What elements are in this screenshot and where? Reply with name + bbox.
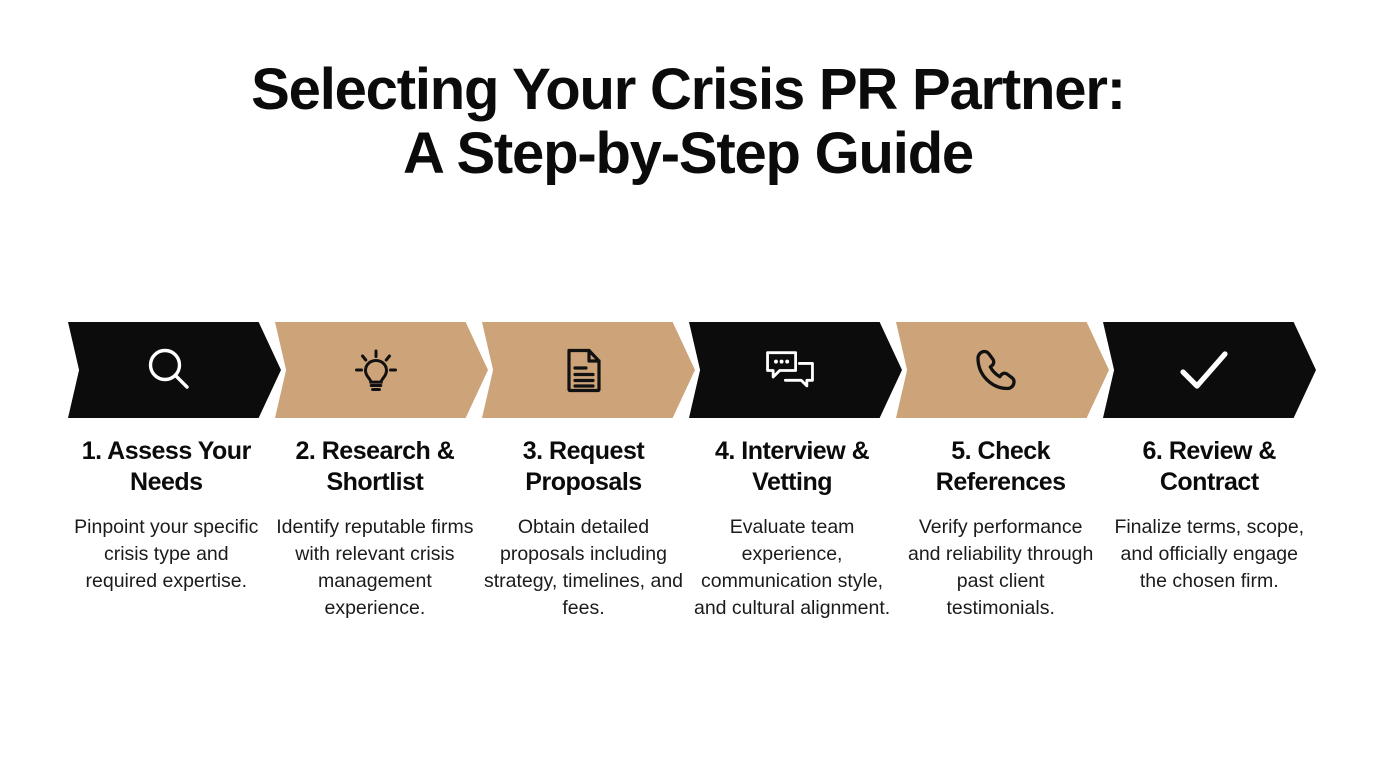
step-body: Finalize terms, scope, and officially en…	[1114, 516, 1305, 592]
step-column-1: 1. Assess Your Needs Pinpoint your speci…	[62, 436, 271, 622]
lightbulb-icon	[347, 341, 405, 399]
step-body: Obtain detailed proposals including stra…	[483, 516, 684, 619]
step-column-4: 4. Interview & Vetting Evaluate team exp…	[688, 436, 897, 622]
step-body: Pinpoint your specific crisis type and r…	[74, 516, 259, 592]
process-chevron-band	[68, 322, 1316, 420]
step-body: Verify performance and reliability throu…	[907, 516, 1094, 619]
step-heading: 2. Research & Shortlist	[295, 437, 455, 496]
title-line-1: Selecting Your Crisis PR Partner:	[251, 57, 1126, 122]
document-icon	[554, 341, 612, 399]
step-descriptions: 1. Assess Your Needs Pinpoint your speci…	[62, 436, 1314, 622]
step-heading: 5. Check References	[935, 437, 1066, 496]
chevron-step-3[interactable]	[482, 322, 695, 418]
step-column-3: 3. Request Proposals Obtain detailed pro…	[479, 436, 688, 622]
step-heading: 1. Assess Your Needs	[81, 437, 252, 496]
chevron-step-4[interactable]	[689, 322, 902, 418]
step-column-6: 6. Review & Contract Finalize terms, sco…	[1105, 436, 1314, 622]
page-title: Selecting Your Crisis PR Partner: A Step…	[0, 58, 1376, 186]
chevron-step-2[interactable]	[275, 322, 488, 418]
step-column-2: 2. Research & Shortlist Identify reputab…	[271, 436, 480, 622]
step-heading: 6. Review & Contract	[1142, 437, 1277, 496]
chat-bubbles-icon	[761, 341, 819, 399]
magnifier-icon	[140, 341, 198, 399]
step-body: Evaluate team experience, communication …	[693, 516, 891, 619]
step-body: Identify reputable firms with relevant c…	[276, 516, 474, 619]
chevron-step-6[interactable]	[1103, 322, 1316, 418]
check-icon	[1175, 341, 1233, 399]
step-heading: 4. Interview & Vetting	[714, 437, 870, 496]
step-column-5: 5. Check References Verify performance a…	[896, 436, 1105, 622]
chevron-step-1[interactable]	[68, 322, 281, 418]
step-heading: 3. Request Proposals	[522, 437, 645, 496]
phone-icon	[968, 341, 1026, 399]
chevron-step-5[interactable]	[896, 322, 1109, 418]
title-line-2: A Step-by-Step Guide	[403, 121, 974, 186]
